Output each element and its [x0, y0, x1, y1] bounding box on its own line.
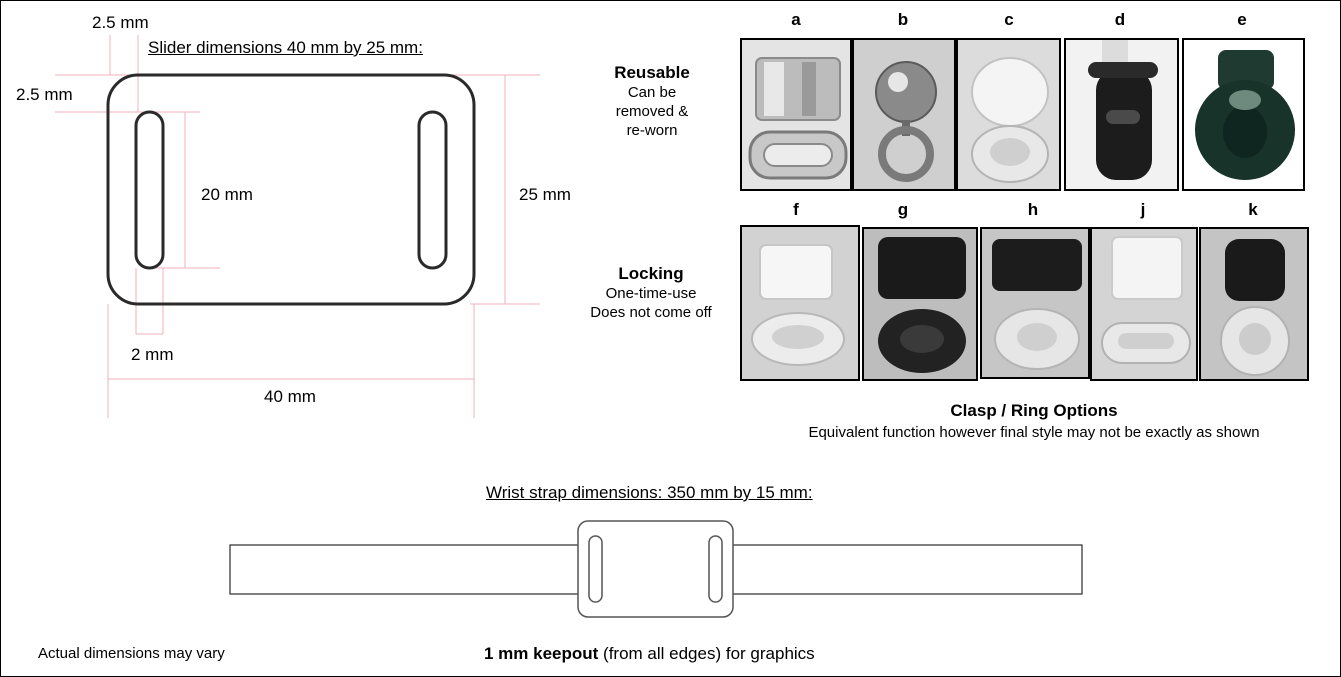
clasp-letter-j: j [1140, 200, 1146, 219]
clasp-photo-j [1090, 227, 1198, 381]
clasp-letter-f: f [793, 200, 799, 219]
clasp-options-title: Clasp / Ring Options [950, 401, 1118, 420]
slider-title: Slider dimensions 40 mm by 25 mm: [148, 38, 423, 57]
reusable-heading: Reusable [614, 63, 690, 82]
clasp-letter-h: h [1027, 200, 1039, 219]
clasp-letter-a: a [791, 10, 801, 29]
clasp-photo-d [1064, 38, 1179, 191]
clasp-photo-g [862, 227, 978, 381]
slider-body [106, 73, 476, 306]
keepout-note: 1 mm keepout (from all edges) for graphi… [484, 644, 815, 664]
slider-slot-right [417, 110, 448, 270]
clasp-photo-a [740, 38, 852, 191]
dim-top-offset: 2.5 mm [92, 13, 149, 32]
slider-slot-left [134, 110, 165, 270]
keepout-bold: 1 mm keepout [484, 644, 599, 663]
clasp-letter-d: d [1114, 10, 1126, 29]
dim-total-height: 25 mm [519, 185, 571, 204]
dim-left-offset: 2.5 mm [16, 85, 73, 104]
reusable-label: Reusable Can be removed & re-worn [582, 63, 722, 140]
clasp-letter-k: k [1248, 200, 1258, 219]
reusable-line-2: removed & [615, 103, 689, 120]
strap-title: Wrist strap dimensions: 350 mm by 15 mm: [486, 483, 813, 502]
strap-slider-slot-left [588, 535, 603, 603]
locking-line-2: Does not come off [590, 304, 712, 321]
locking-label: Locking One-time-use Does not come off [576, 264, 726, 322]
locking-line-1: One-time-use [605, 285, 697, 302]
reusable-line-3: re-worn [626, 122, 678, 139]
clasp-options-subtitle: Equivalent function however final style … [808, 424, 1260, 441]
dim-slot-width: 2 mm [131, 345, 174, 364]
clasp-photo-b [852, 38, 956, 191]
clasp-letter-e: e [1237, 10, 1247, 29]
dim-slot-height: 20 mm [201, 185, 253, 204]
clasp-photo-f [740, 225, 860, 381]
dim-total-width: 40 mm [264, 387, 316, 406]
strap-slider-slot-right [708, 535, 723, 603]
reusable-line-1: Can be [627, 84, 677, 101]
keepout-rest: (from all edges) for graphics [598, 644, 815, 663]
dimensions-disclaimer: Actual dimensions may vary [38, 645, 225, 662]
clasp-photo-h [980, 227, 1090, 379]
clasp-letter-b: b [897, 10, 909, 29]
clasp-photo-k [1199, 227, 1309, 381]
strap-slider [577, 520, 734, 618]
clasp-photo-e [1182, 38, 1305, 191]
clasp-letter-c: c [1004, 10, 1014, 29]
locking-heading: Locking [618, 264, 684, 283]
clasp-letter-g: g [897, 200, 909, 219]
clasp-photo-c [956, 38, 1061, 191]
